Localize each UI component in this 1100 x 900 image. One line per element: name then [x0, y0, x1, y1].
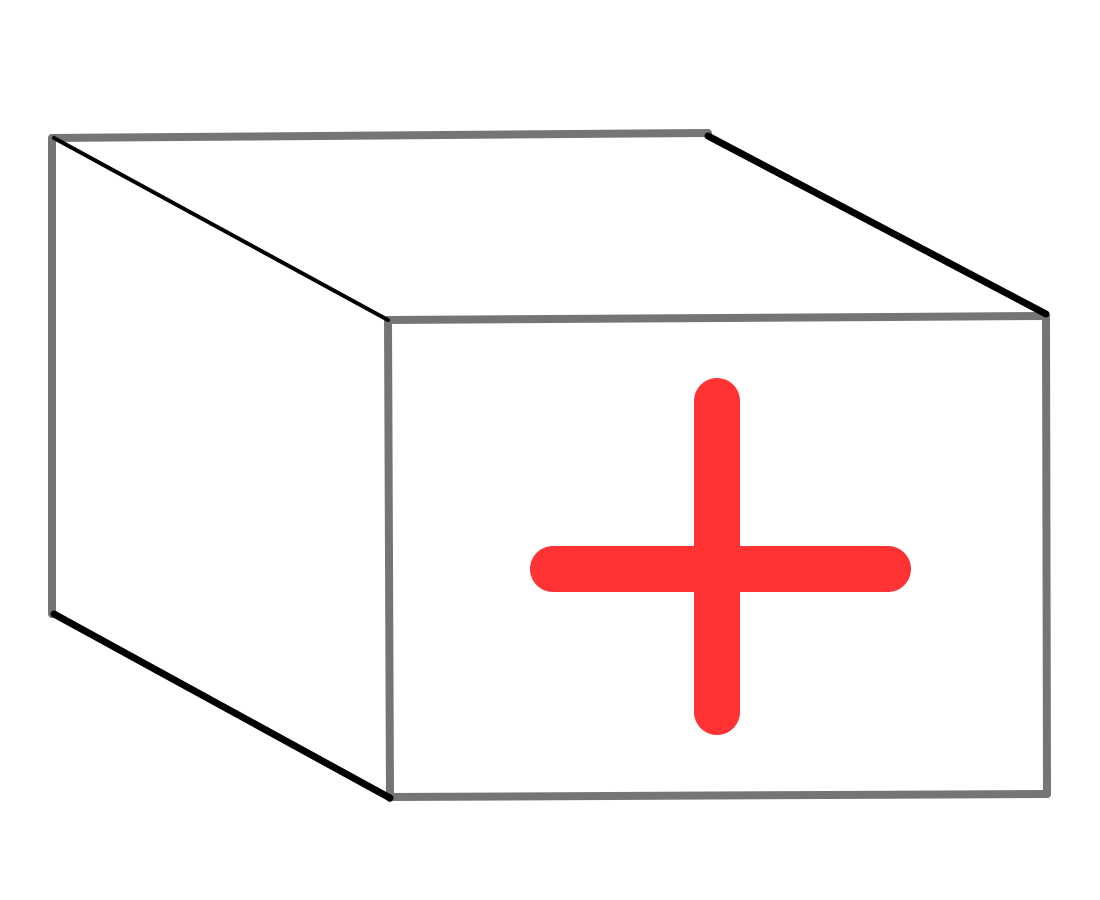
- box-depth-edges: [50, 132, 1050, 802]
- front-top-edge: [384, 312, 1050, 324]
- top-back-edge: [48, 129, 712, 142]
- front-left-edge: [384, 316, 394, 802]
- front-bottom-edge: [386, 790, 1051, 801]
- top-right-diagonal: [704, 132, 1050, 318]
- bottom-left-diagonal: [50, 610, 394, 802]
- top-left-diagonal: [52, 136, 390, 322]
- red-cross-icon: [530, 378, 911, 735]
- front-right-edge: [1042, 312, 1051, 798]
- box-outline: [48, 129, 1051, 802]
